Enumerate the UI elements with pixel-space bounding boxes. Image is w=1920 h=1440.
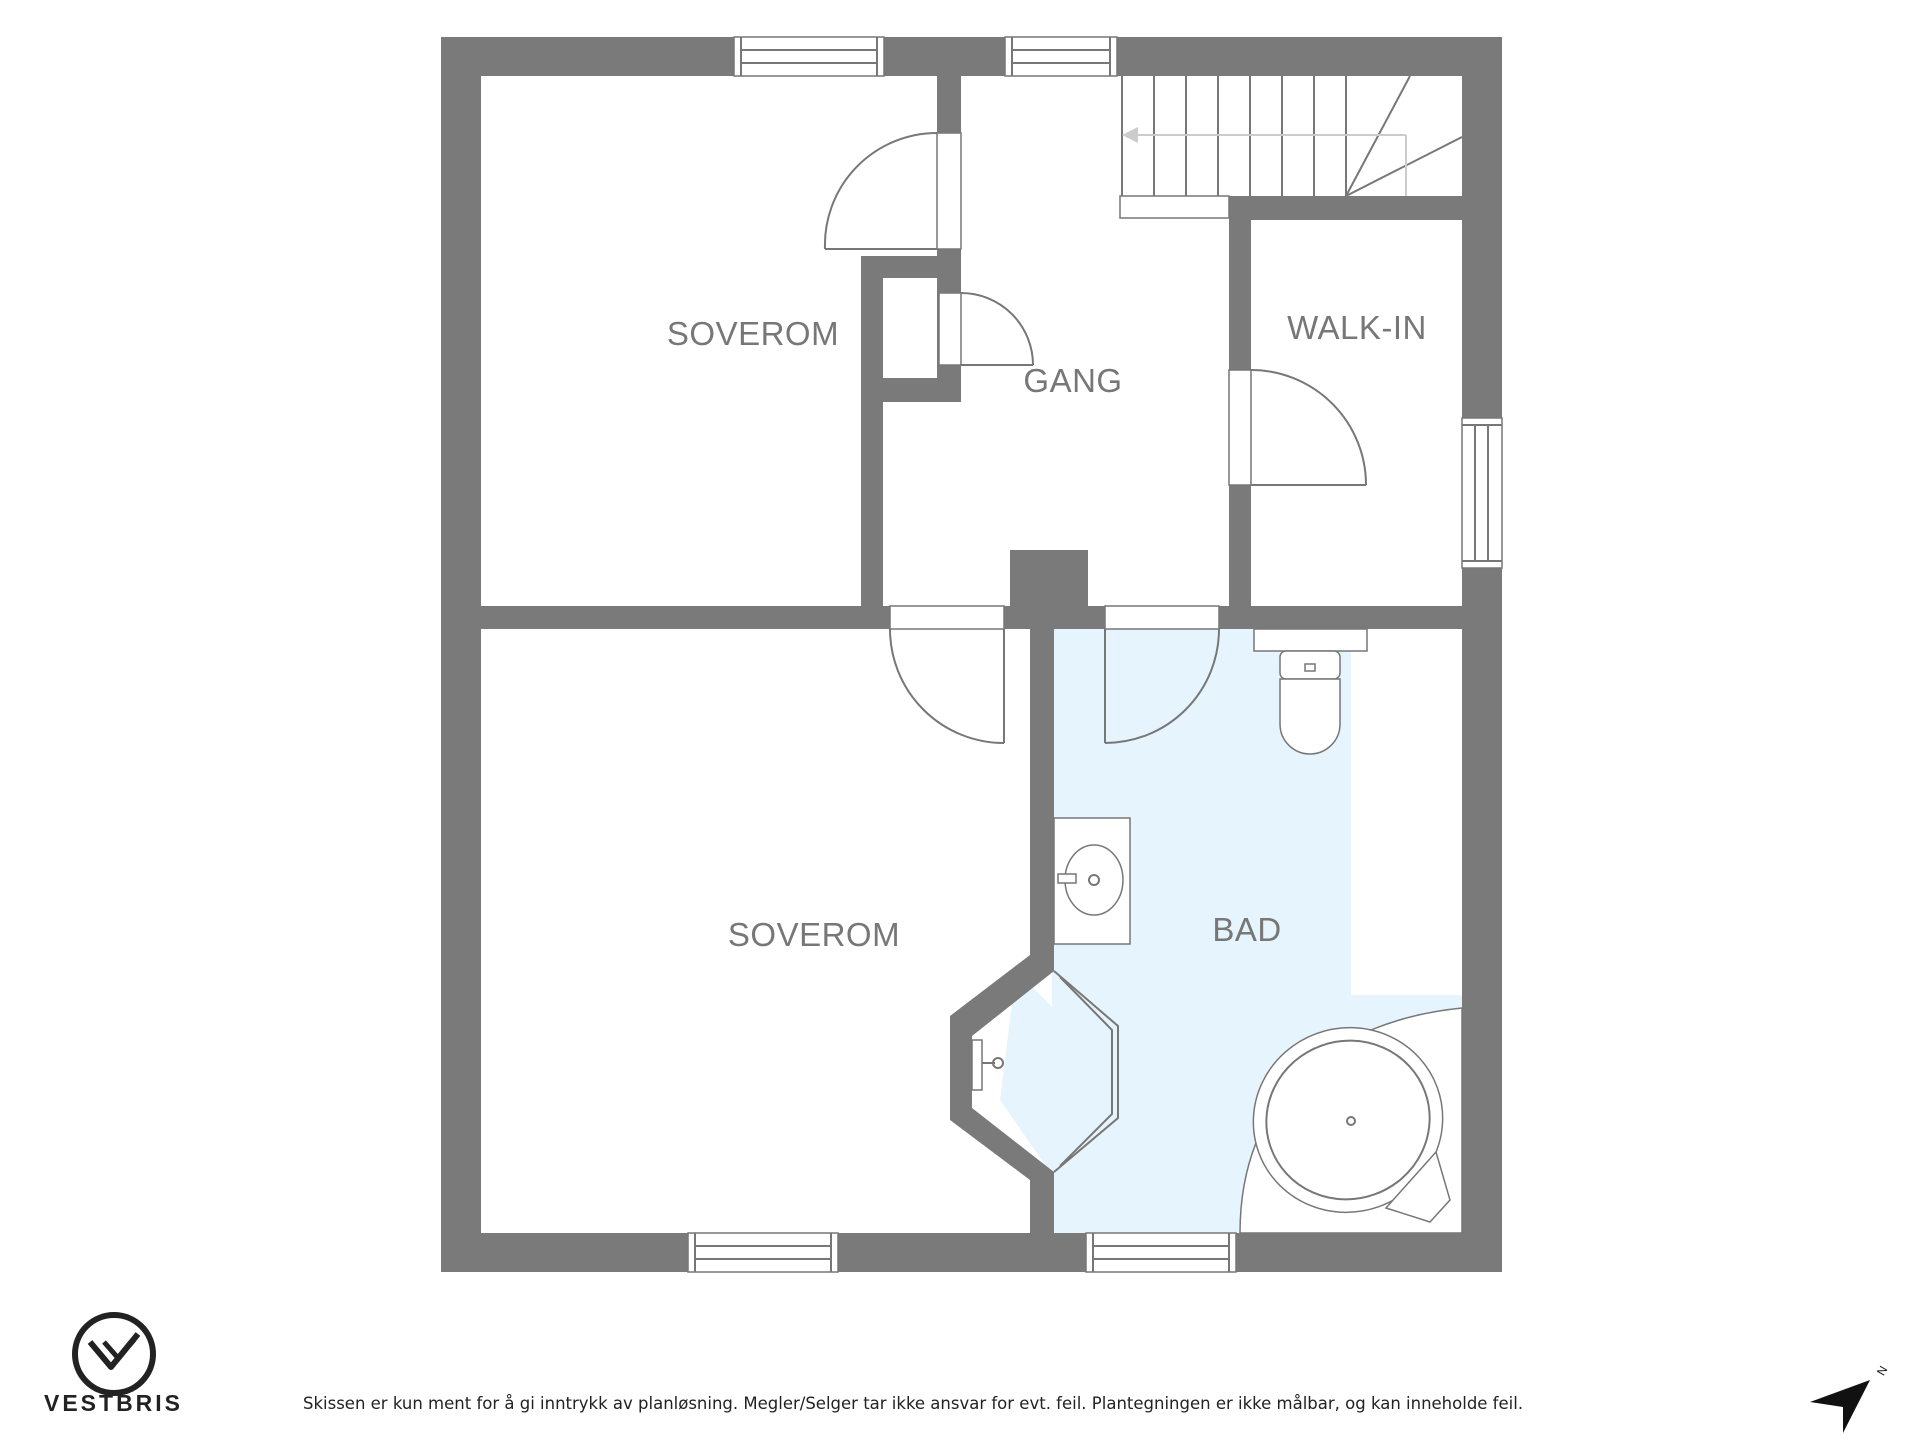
disclaimer-text: Skissen er kun ment for å gi inntrykk av… [303, 1394, 1524, 1413]
room-label-soverom-top: SOVEROM [667, 315, 839, 352]
shower-floor [1000, 971, 1118, 1172]
toilet [1253, 628, 1368, 755]
vestbris-logo-icon [72, 1312, 156, 1396]
north-arrow-icon: N [1810, 1363, 1890, 1433]
staircase [1119, 75, 1463, 219]
window-top-left [733, 36, 885, 77]
window-bottom-right [1085, 1232, 1237, 1273]
bathtub [1239, 1007, 1463, 1234]
window-top-right [1004, 36, 1118, 77]
door-soverom-bottom [889, 605, 1005, 744]
door-walk-in [1228, 369, 1367, 486]
window-right [1461, 417, 1503, 569]
room-label-bad: BAD [1212, 911, 1281, 948]
window-bottom-left [687, 1232, 839, 1273]
room-label-gang: GANG [1023, 362, 1122, 399]
brand-name: VESTBRIS [44, 1390, 184, 1416]
room-label-walk-in: WALK-IN [1287, 309, 1427, 346]
room-label-soverom-bottom: SOVEROM [728, 916, 900, 953]
shower [971, 970, 1119, 1173]
north-label: N [1874, 1363, 1890, 1378]
sink [1053, 817, 1131, 945]
door-bad [1104, 605, 1220, 744]
door-soverom-top [823, 132, 962, 250]
outer-walls [441, 37, 1502, 1272]
door-closet-gang [938, 292, 1034, 366]
